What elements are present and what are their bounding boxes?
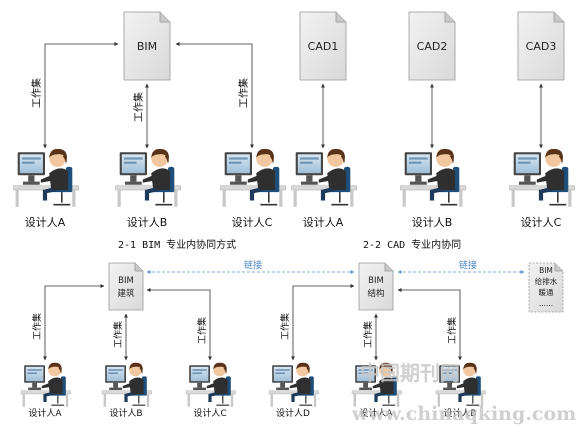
- designer-label: 设计人B: [127, 216, 168, 229]
- connector-arch-designer-a: [43, 284, 105, 361]
- edge-label-workset-b: 工作集: [132, 92, 145, 122]
- document-bim-architecture-line2: 建筑: [117, 288, 135, 299]
- connector-bim-designer-c: [175, 42, 254, 149]
- designer-label: 设计人D: [276, 407, 310, 419]
- designer-label: 设计人A: [28, 407, 62, 419]
- caption-bim-collaboration: 2-1 BIM 专业内协同方式: [118, 238, 236, 251]
- watermark-cn: 中国期刊网: [360, 361, 460, 385]
- document-cad1-label: CAD1: [308, 40, 339, 53]
- designers-top-row: [13, 148, 575, 207]
- watermark: 中国期刊网 www.chinaqking.com: [351, 361, 576, 425]
- designer-workstation-icon: [400, 148, 466, 207]
- designer-workstation-icon: [291, 148, 357, 207]
- designer-label: 设计人A: [25, 216, 66, 229]
- document-bim-architecture-line1: BIM: [118, 276, 134, 286]
- connector-arch-designer-c: [146, 288, 212, 361]
- designer-workstation-icon: [220, 148, 286, 207]
- designer-label: 设计人B: [443, 407, 476, 419]
- document-bim-structure: BIM 结构: [358, 262, 394, 311]
- designer-label: 设计人C: [521, 216, 562, 229]
- edge-label-workset-bottom-c: 工作集: [196, 317, 208, 344]
- designer-labels-bottom: 设计人A 设计人B 设计人C 设计人D 设计人A 设计人B: [28, 407, 476, 419]
- document-cad3: CAD3: [517, 11, 565, 81]
- designer-workstation-icon: [185, 362, 236, 407]
- designer-label: 设计人A: [359, 407, 393, 419]
- designer-label: 设计人B: [109, 407, 142, 419]
- connector-struct-designer-b: [397, 288, 462, 361]
- document-bim-mep-line1: BIM: [539, 266, 553, 275]
- document-cad1: CAD1: [299, 11, 347, 81]
- document-cad2: CAD2: [408, 11, 456, 81]
- designer-label: 设计人A: [303, 216, 344, 229]
- document-bim-label: BIM: [137, 40, 157, 53]
- connector-struct-designer-d: [291, 284, 355, 361]
- document-bim-mep-line4: ......: [539, 299, 553, 308]
- designer-labels-top: 设计人A 设计人B 设计人C 设计人A 设计人B 设计人C: [25, 216, 562, 229]
- designer-label: 设计人C: [232, 216, 273, 229]
- edge-label-workset-a: 工作集: [30, 78, 43, 108]
- caption-cad-collaboration: 2-2 CAD 专业内协同: [363, 238, 461, 251]
- designer-label: 设计人C: [193, 407, 226, 419]
- edge-label-workset-bottom-b: 工作集: [112, 321, 124, 348]
- designers-bottom-row: [20, 362, 486, 407]
- bottom-connectors: [43, 284, 462, 361]
- document-bim-structure-line1: BIM: [368, 276, 384, 286]
- document-bim-mep-line3: 暖通: [539, 287, 554, 297]
- edge-label-workset-bottom-d: 工作集: [279, 313, 291, 340]
- document-cad3-label: CAD3: [526, 40, 557, 53]
- document-bim-mep: BIM 给排水 暖通 ......: [528, 262, 564, 313]
- designer-workstation-icon: [268, 362, 319, 407]
- designer-label: 设计人B: [412, 216, 453, 229]
- designer-workstation-icon: [435, 362, 486, 407]
- designer-workstation-icon: [101, 362, 152, 407]
- top-connectors: [43, 42, 543, 149]
- designer-workstation-icon: [13, 148, 79, 207]
- edge-label-workset-bottom-a: 工作集: [31, 313, 43, 340]
- document-bim: BIM: [123, 11, 171, 81]
- designer-workstation-icon: [509, 148, 575, 207]
- edge-label-workset-bottom-e: 工作集: [362, 321, 374, 348]
- edge-label-workset-c: 工作集: [237, 78, 250, 108]
- edge-label-link-1: 链接: [244, 259, 262, 271]
- edge-label-link-2: 链接: [459, 259, 477, 271]
- edge-label-workset-bottom-f: 工作集: [446, 317, 458, 344]
- designer-workstation-icon: [351, 362, 402, 407]
- document-bim-architecture: BIM 建筑: [108, 262, 144, 311]
- designer-workstation-icon: [115, 148, 181, 207]
- connector-bim-designer-a: [43, 42, 119, 149]
- document-cad2-label: CAD2: [417, 40, 448, 53]
- watermark-url: www.chinaqking.com: [351, 403, 576, 425]
- designer-workstation-icon: [20, 362, 71, 407]
- document-bim-mep-line2: 给排水: [535, 276, 558, 286]
- document-bim-structure-line2: 结构: [367, 288, 384, 299]
